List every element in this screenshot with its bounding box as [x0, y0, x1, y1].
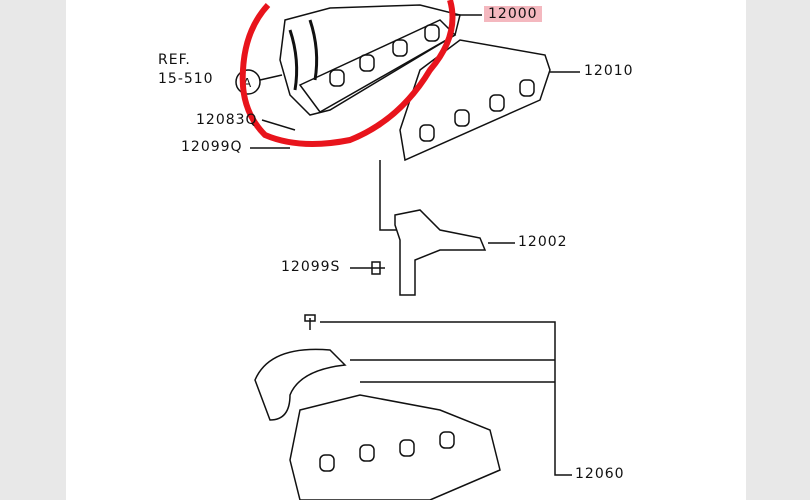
part-label-12002[interactable]: 12002 — [518, 234, 568, 250]
part-label-12083q[interactable]: 12083Q — [196, 112, 258, 128]
ref-label: REF. — [158, 52, 191, 68]
ref-number: 15-510 — [158, 71, 214, 87]
red-markup-circle — [239, 0, 456, 147]
ref-circle-a — [235, 69, 261, 95]
ref-marker-text: A — [243, 76, 252, 90]
heat-shield-part — [399, 39, 580, 162]
lower-heat-shield-part — [254, 314, 572, 500]
part-label-12060[interactable]: 12060 — [575, 466, 625, 482]
bracket-part — [350, 160, 515, 296]
part-label-12000[interactable]: 12000 — [484, 6, 542, 22]
exhaust-manifold-part — [279, 4, 461, 116]
part-label-12010[interactable]: 12010 — [584, 63, 634, 79]
part-label-12099q[interactable]: 12099Q — [181, 139, 243, 155]
part-label-12099s[interactable]: 12099S — [281, 259, 341, 275]
leader-12083q — [261, 119, 296, 131]
